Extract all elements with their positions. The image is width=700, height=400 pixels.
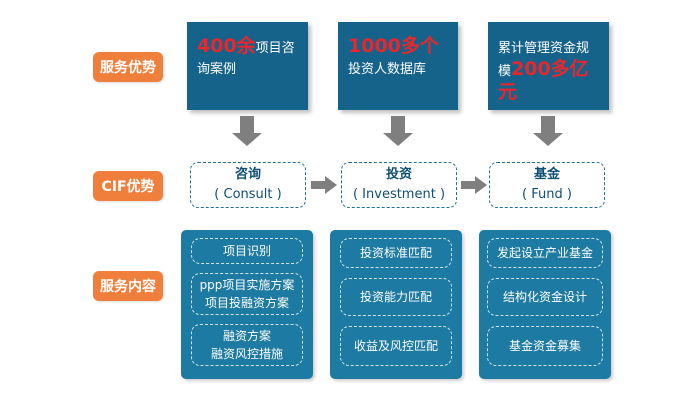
cif-english: ( Investment ) <box>352 187 446 202</box>
service-item-line: 发起设立产业基金 <box>496 246 593 260</box>
service-item-line: 项目识别 <box>222 244 271 258</box>
service-item-line: 投资标准匹配 <box>359 246 432 260</box>
service-item-line: 项目投融资方案 <box>204 296 289 310</box>
cif-name: 投资 <box>385 167 412 182</box>
advantage-box-consulting-cases: 400余项目咨询案例 <box>187 22 308 110</box>
label-cif-advantage: CIF优势 <box>93 171 163 201</box>
cif-box-consult: 咨询 ( Consult ) <box>190 162 306 208</box>
highlight-number: 200多亿元 <box>498 58 589 103</box>
cif-name: 咨询 <box>234 167 261 182</box>
highlight-number: 1000多个 <box>348 35 439 57</box>
service-item: 项目识别 <box>191 238 303 264</box>
down-arrow-icon <box>383 116 413 146</box>
service-item: 收益及风控匹配 <box>340 326 452 366</box>
service-item-line: 融资风控措施 <box>210 347 283 361</box>
service-item: ppp项目实施方案 项目投融资方案 <box>191 273 303 315</box>
highlight-number: 400余 <box>197 35 256 57</box>
service-panel-fund: 发起设立产业基金 结构化资金设计 基金资金募集 <box>479 230 611 379</box>
advantage-box-investor-database: 1000多个投资人数据库 <box>338 22 458 110</box>
advantage-text: 累计管理资金规模 <box>498 41 590 79</box>
cif-name: 基金 <box>533 167 560 182</box>
service-item-line: 结构化资金设计 <box>502 290 587 304</box>
cif-box-fund: 基金 ( Fund ) <box>489 162 605 208</box>
service-item: 基金资金募集 <box>487 326 603 366</box>
advantage-box-managed-funds: 累计管理资金规模200多亿元 <box>488 22 609 110</box>
service-panel-consult: 项目识别 ppp项目实施方案 项目投融资方案 融资方案 融资风控措施 <box>181 230 313 379</box>
service-item: 投资能力匹配 <box>340 278 452 316</box>
service-item-line: 收益及风控匹配 <box>353 339 438 353</box>
down-arrow-icon <box>232 116 262 146</box>
right-arrow-icon <box>461 176 487 194</box>
service-item: 发起设立产业基金 <box>487 238 603 268</box>
service-item-line: ppp项目实施方案 <box>199 278 295 292</box>
service-item: 融资方案 融资风控措施 <box>191 324 303 366</box>
right-arrow-icon <box>311 176 337 194</box>
service-item-line: 基金资金募集 <box>508 339 581 353</box>
cif-box-investment: 投资 ( Investment ) <box>341 162 457 208</box>
cif-english: ( Fund ) <box>522 187 572 202</box>
advantage-text: 投资人数据库 <box>348 62 427 77</box>
service-item-line: 融资方案 <box>222 329 271 343</box>
label-service-content: 服务内容 <box>93 271 163 301</box>
cif-english: ( Consult ) <box>214 187 282 202</box>
advantage-text: 项目咨询案例 <box>197 41 295 77</box>
service-panel-investment: 投资标准匹配 投资能力匹配 收益及风控匹配 <box>330 230 462 379</box>
down-arrow-icon <box>533 116 563 146</box>
service-item: 投资标准匹配 <box>340 238 452 268</box>
label-service-advantage: 服务优势 <box>93 52 163 82</box>
service-item: 结构化资金设计 <box>487 278 603 316</box>
service-item-line: 投资能力匹配 <box>359 290 432 304</box>
